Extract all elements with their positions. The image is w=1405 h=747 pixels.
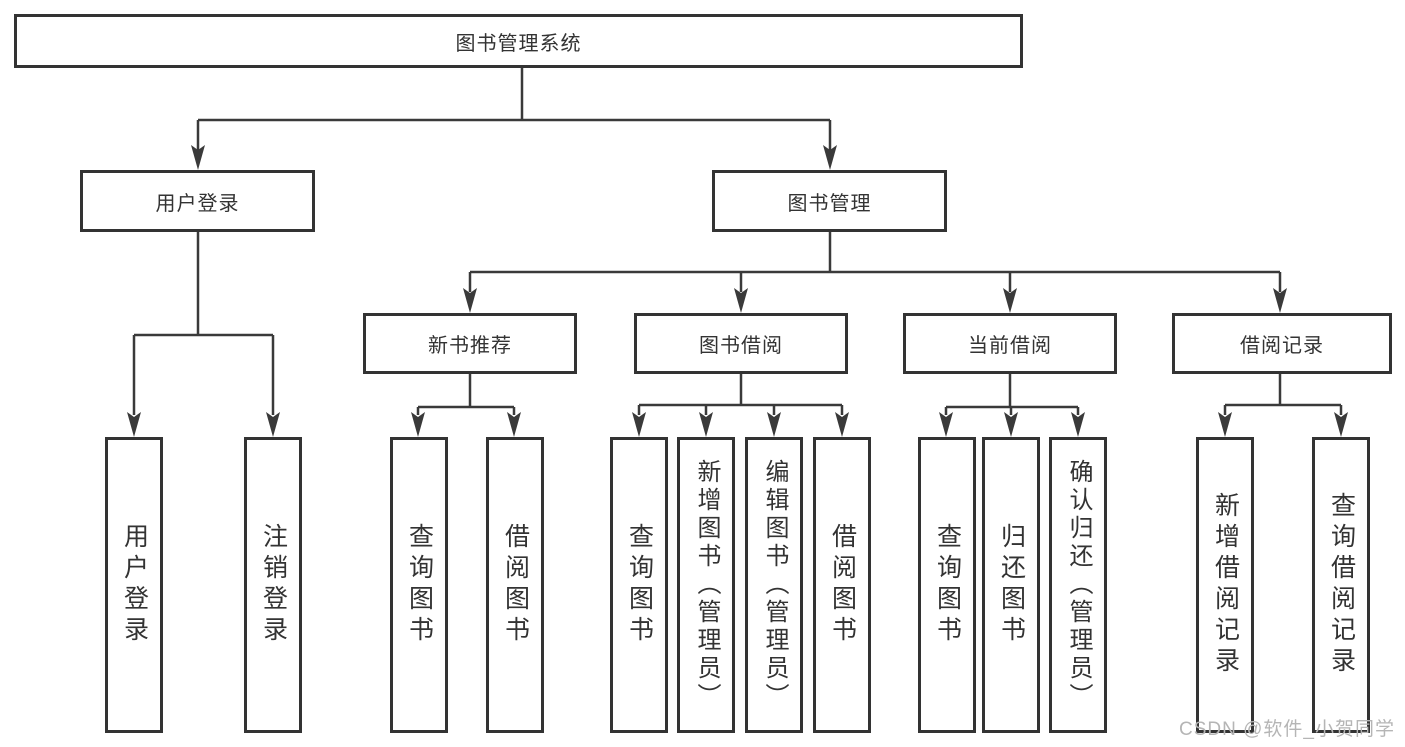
node-new-book-recommend: 新书推荐 (363, 313, 577, 374)
tree-edges (132, 68, 1343, 415)
node-user-login: 用户登录 (80, 170, 315, 232)
leaf-add-books-admin: 新增图书（管理员） (677, 437, 735, 733)
leaf-edit-books-admin: 编辑图书（管理员） (745, 437, 803, 733)
leaf-user-login: 用户登录 (105, 437, 163, 733)
node-book-borrow: 图书借阅 (634, 313, 848, 374)
node-library-management-system: 图书管理系统 (14, 14, 1023, 68)
node-book-management: 图书管理 (712, 170, 947, 232)
leaf-query-borrow-record: 查询借阅记录 (1312, 437, 1370, 733)
leaf-query-books-recommend: 查询图书 (390, 437, 448, 733)
leaf-query-books-current: 查询图书 (918, 437, 976, 733)
leaf-logout: 注销登录 (244, 437, 302, 733)
leaf-confirm-return-admin: 确认归还（管理员） (1049, 437, 1107, 733)
leaf-add-borrow-record: 新增借阅记录 (1196, 437, 1254, 733)
arrowheads (127, 145, 1348, 437)
node-borrow-records: 借阅记录 (1172, 313, 1392, 374)
leaf-borrow-books: 借阅图书 (813, 437, 871, 733)
node-current-borrow: 当前借阅 (903, 313, 1117, 374)
leaf-borrow-books-recommend: 借阅图书 (486, 437, 544, 733)
leaf-return-books: 归还图书 (982, 437, 1040, 733)
csdn-watermark: CSDN @软件_小贺同学 (1179, 719, 1395, 740)
leaf-query-books-borrow: 查询图书 (610, 437, 668, 733)
